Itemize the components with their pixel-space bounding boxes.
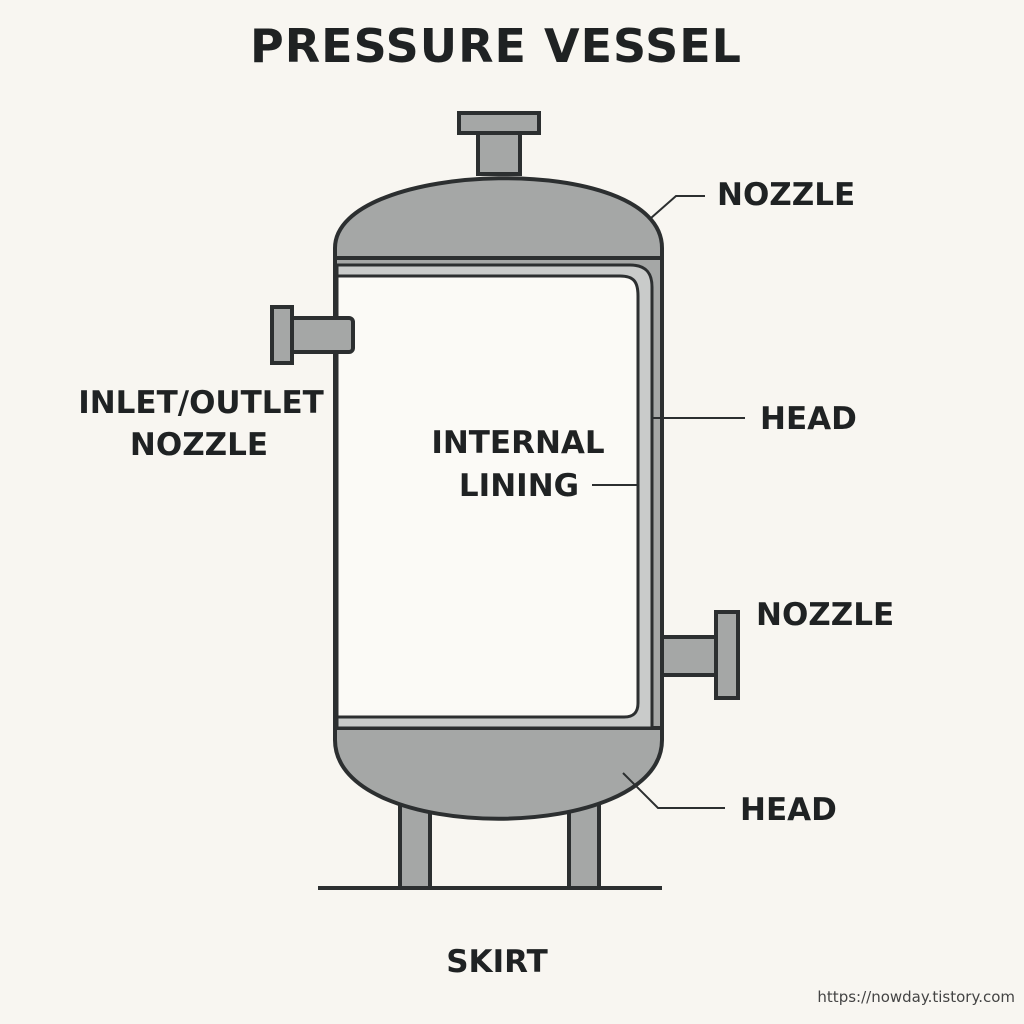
- label-head-lower: HEAD: [740, 792, 837, 828]
- top-nozzle: [457, 111, 541, 176]
- top-nozzle-neck: [476, 128, 522, 176]
- right-nozzle-flange: [714, 610, 740, 700]
- credit-url: https://nowday.tistory.com: [817, 988, 1015, 1006]
- label-nozzle-top: NOZZLE: [717, 177, 855, 213]
- label-nozzle-right: NOZZLE: [756, 597, 894, 633]
- label-inlet-outlet-line1: INLET/OUTLET: [78, 385, 324, 421]
- label-internal-lining-line2: LINING: [459, 468, 579, 504]
- label-internal-lining-line1: INTERNAL: [431, 425, 604, 461]
- right-nozzle: [660, 610, 740, 700]
- diagram-title: PRESSURE VESSEL: [250, 19, 742, 73]
- bottom-head: [333, 723, 664, 821]
- top-head: [333, 176, 664, 262]
- inlet-outlet-nozzle-flange: [270, 305, 294, 365]
- label-head-upper: HEAD: [760, 401, 857, 437]
- right-nozzle-pipe: [660, 635, 720, 677]
- leader-nozzle-top: [650, 195, 705, 219]
- leader-head-lower: [622, 772, 725, 809]
- label-skirt: SKIRT: [446, 944, 548, 980]
- inlet-outlet-nozzle: [270, 305, 355, 365]
- inlet-outlet-nozzle-pipe: [287, 316, 355, 354]
- label-inlet-outlet-line2: NOZZLE: [130, 427, 268, 463]
- top-nozzle-flange: [457, 111, 541, 135]
- shell-interior: [335, 274, 640, 719]
